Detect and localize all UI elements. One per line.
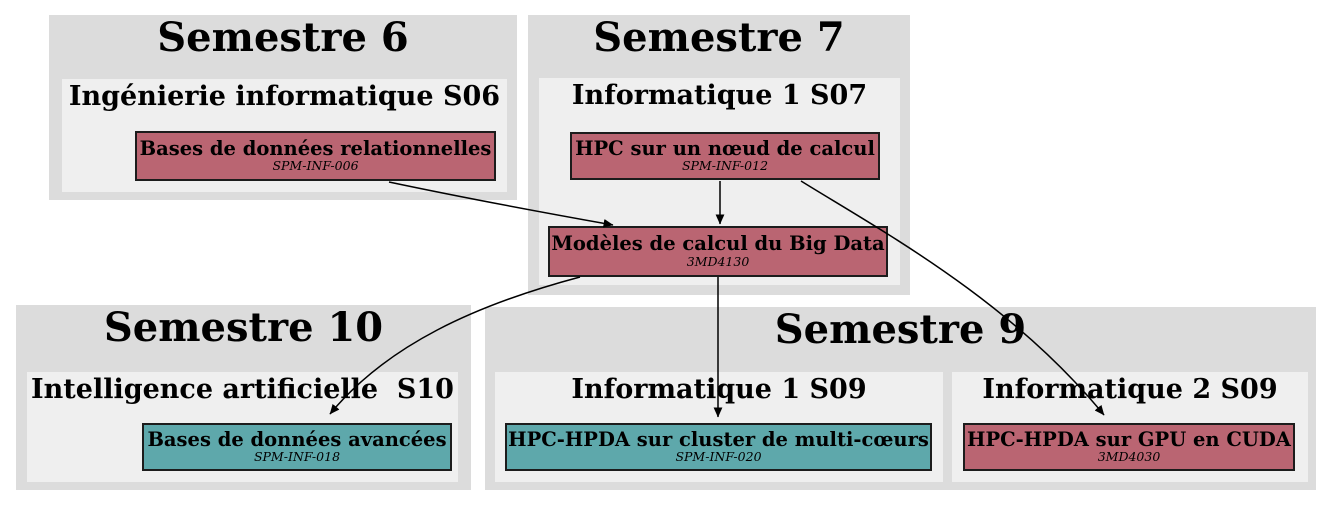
subcluster-s07-title: Informatique 1 S07	[571, 80, 868, 111]
cluster-semestre-10-title: Semestre 10	[103, 304, 384, 351]
subcluster-s07: Informatique 1 S07 HPC sur un nœud de ca…	[539, 78, 900, 285]
course-code: SPM-INF-018	[253, 449, 341, 465]
subcluster-s06-title: Ingénierie informatique S06	[68, 81, 501, 112]
subcluster-s09-1-title: Informatique 1 S09	[571, 374, 867, 405]
subcluster-s09-2-title: Informatique 2 S09	[982, 374, 1278, 405]
subcluster-s09-2: Informatique 2 S09 HPC-HPDA sur GPU en C…	[952, 372, 1308, 482]
course-name: HPC-HPDA sur GPU en CUDA	[967, 427, 1291, 451]
cluster-semestre-7: Semestre 7 Informatique 1 S07 HPC sur un…	[528, 15, 910, 295]
subcluster-s09-1: Informatique 1 S09 HPC-HPDA sur cluster …	[495, 372, 943, 482]
cluster-semestre-10: Semestre 10 Intelligence artificielle S1…	[16, 305, 471, 490]
cluster-semestre-6-title: Semestre 6	[157, 14, 409, 61]
course-node-spm-inf-020: HPC-HPDA sur cluster de multi-cœurs SPM-…	[505, 423, 932, 471]
course-node-3md4030: HPC-HPDA sur GPU en CUDA 3MD4030	[963, 423, 1295, 471]
course-name: HPC-HPDA sur cluster de multi-cœurs	[508, 427, 929, 451]
cluster-semestre-9: Semestre 9 Informatique 1 S09 HPC-HPDA s…	[485, 307, 1316, 490]
course-code: 3MD4030	[1097, 449, 1161, 465]
course-node-spm-inf-018: Bases de données avancées SPM-INF-018	[142, 423, 452, 471]
course-node-3md4130: Modèles de calcul du Big Data 3MD4130	[548, 226, 888, 277]
subcluster-s06: Ingénierie informatique S06 Bases de don…	[62, 79, 507, 192]
subcluster-s10-title: Intelligence artificielle S10	[31, 374, 454, 405]
cluster-semestre-6: Semestre 6 Ingénierie informatique S06 B…	[49, 15, 517, 200]
course-code: 3MD4130	[686, 253, 750, 269]
course-node-spm-inf-006: Bases de données relationnelles SPM-INF-…	[135, 131, 496, 181]
course-node-spm-inf-012: HPC sur un nœud de calcul SPM-INF-012	[570, 132, 880, 180]
subcluster-s10: Intelligence artificielle S10 Bases de d…	[27, 372, 458, 482]
course-name: Bases de données avancées	[147, 427, 447, 451]
course-code: SPM-INF-012	[681, 158, 769, 174]
course-name: Bases de données relationnelles	[139, 136, 492, 160]
cluster-semestre-7-title: Semestre 7	[593, 14, 845, 61]
course-name: Modèles de calcul du Big Data	[551, 232, 885, 256]
course-code: SPM-INF-020	[675, 449, 762, 465]
course-code: SPM-INF-006	[272, 158, 359, 174]
course-name: HPC sur un nœud de calcul	[575, 136, 875, 160]
cluster-semestre-9-title: Semestre 9	[774, 306, 1027, 353]
